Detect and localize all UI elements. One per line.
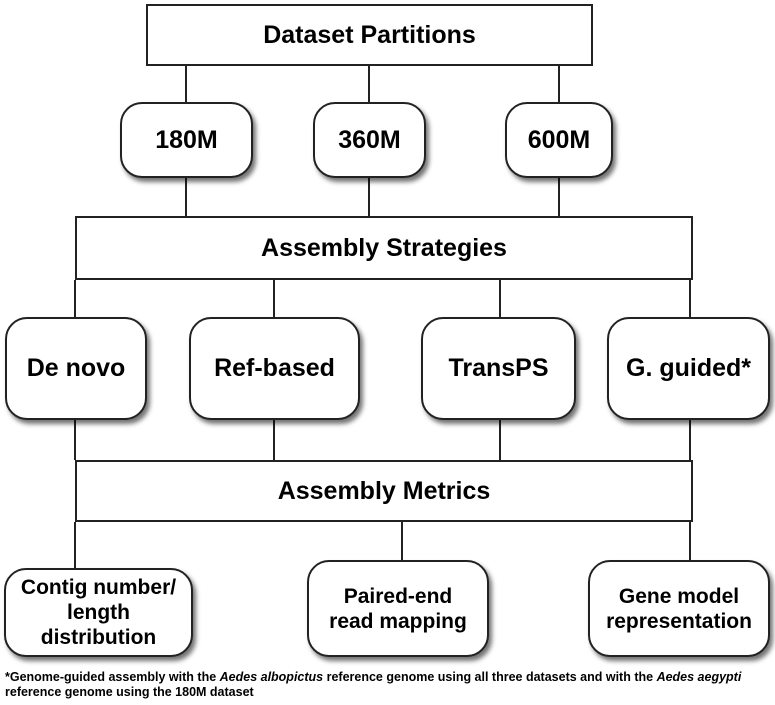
- metric-paired-line-1: Paired-end: [343, 584, 453, 608]
- assembly-strategies-label: Assembly Strategies: [261, 233, 507, 262]
- assembly-metrics-box: Assembly Metrics: [75, 460, 693, 522]
- dataset-partitions-box: Dataset Partitions: [146, 4, 593, 66]
- metric-contig-line-1: Contig number/: [20, 576, 177, 599]
- footnote-text-1: *Genome-guided assembly with the: [5, 670, 220, 684]
- strategy-gguided-box: G. guided*: [607, 317, 770, 420]
- metric-contig-box: Contig number/ length distribution: [4, 568, 193, 657]
- metric-paired-box: Paired-end read mapping: [307, 560, 489, 657]
- assembly-strategies-box: Assembly Strategies: [75, 216, 693, 280]
- footnote-species-albopictus: Aedes albopictus: [219, 670, 324, 684]
- strategy-refbased-box: Ref-based: [189, 317, 360, 420]
- assembly-metrics-label: Assembly Metrics: [277, 476, 491, 505]
- partition-360m-box: 360M: [313, 102, 426, 178]
- partition-600m-label: 600M: [527, 125, 591, 154]
- metric-paired-line-2: read mapping: [329, 609, 467, 633]
- partition-600m-box: 600M: [505, 102, 613, 178]
- partition-180m-box: 180M: [120, 102, 253, 178]
- dataset-partitions-label: Dataset Partitions: [263, 20, 476, 49]
- partition-360m-label: 360M: [338, 125, 401, 154]
- strategy-transps-box: TransPS: [421, 317, 576, 420]
- metric-contig-line-3: distribution: [40, 626, 157, 649]
- footnote: *Genome-guided assembly with the Aedes a…: [5, 670, 770, 700]
- metric-gene-line-2: representation: [606, 609, 752, 633]
- strategy-denovo-label: De novo: [26, 354, 126, 382]
- footnote-text-3: reference genome using the 180M dataset: [5, 685, 254, 699]
- strategy-refbased-label: Ref-based: [214, 354, 335, 382]
- metric-contig-line-2: length: [67, 601, 130, 624]
- strategy-transps-label: TransPS: [448, 354, 549, 382]
- metric-gene-box: Gene model representation: [588, 560, 770, 657]
- strategy-gguided-label: G. guided*: [626, 354, 751, 382]
- footnote-text-2: reference genome using all three dataset…: [323, 670, 657, 684]
- strategy-denovo-box: De novo: [5, 317, 147, 420]
- partition-180m-label: 180M: [155, 125, 218, 154]
- metric-gene-line-1: Gene model: [618, 584, 740, 608]
- footnote-species-aegypti: Aedes aegypti: [656, 670, 742, 684]
